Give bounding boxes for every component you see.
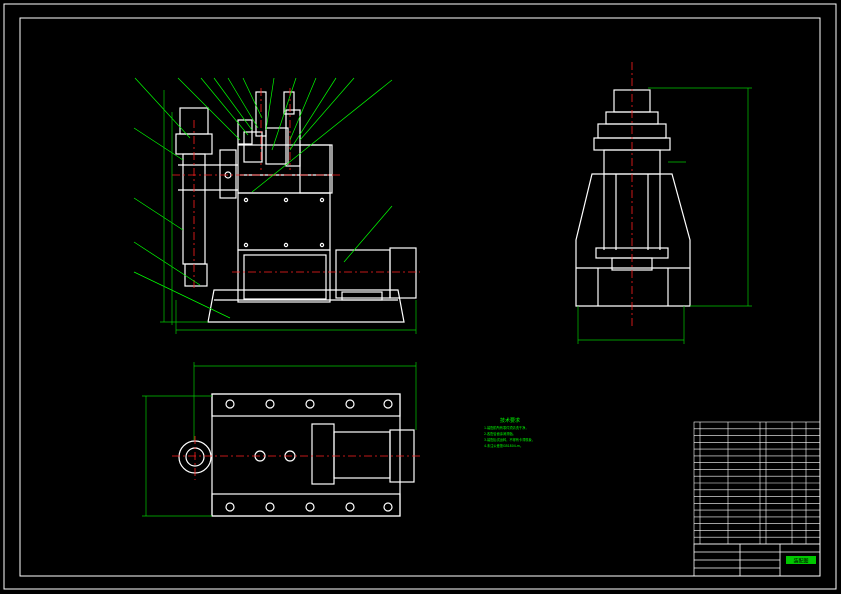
technical-note-line: 3.装配后试运转，不得有卡滞现象，: [484, 437, 535, 442]
technical-note-line: 1.装配前所有零件须清洗干净，: [484, 425, 528, 430]
technical-notes: 技术要求 1.装配前所有零件须清洗干净， 2.各配合面涂润滑脂。 3.装配后试运…: [484, 417, 535, 448]
top-view-center-lines: [172, 436, 420, 480]
front-view-center-lines: [172, 88, 420, 290]
top-view: [178, 393, 415, 517]
side-view-dimensions: [577, 87, 752, 344]
front-view-dimensions: [160, 90, 417, 334]
side-view: [575, 89, 691, 307]
parts-list: [693, 421, 821, 545]
technical-note-line: 4.未注公差按GB1804-m。: [484, 443, 523, 448]
top-view-dimensions: [142, 362, 417, 517]
technical-note-line: 2.各配合面涂润滑脂。: [484, 431, 516, 436]
title-block-title: 装配图: [793, 558, 808, 565]
drawing-frame: [3, 3, 837, 590]
technical-notes-heading: 技术要求: [500, 417, 520, 424]
title-block: 装配图: [693, 543, 821, 577]
front-view-callouts: [133, 77, 393, 319]
